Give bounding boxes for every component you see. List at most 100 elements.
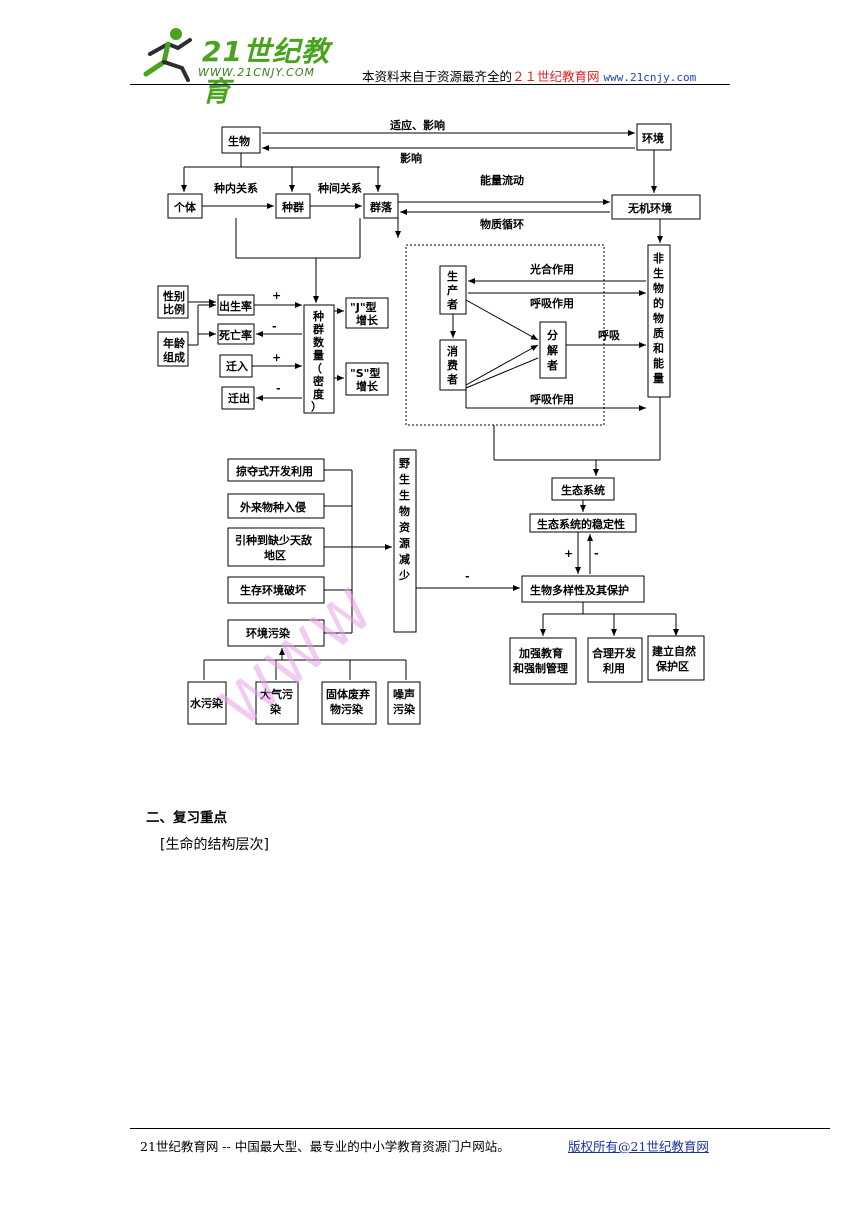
box-emigration [221,386,255,410]
box-air [255,681,299,725]
box-abiotic [611,194,701,220]
label-biodiversity: 生物多样性及其保护 [530,583,629,597]
footer-copyright-link[interactable]: 版权所有@21世纪教育网 [568,1139,709,1154]
ecosystem-dashed-frame [405,244,605,426]
label-respiration-1: 呼吸作用 [530,296,574,310]
runner-logo-icon [143,28,192,82]
label-intra: 种内关系 [213,181,258,195]
label-wild-7: 减 [399,552,410,566]
logo-title: 21世纪教育 [202,35,330,108]
box-nonbio [647,244,671,398]
label-reserve-2: 保护区 [655,659,689,673]
label-energy-flow: 能量流动 [480,173,524,187]
label-influence: 影响 [400,151,422,165]
box-rational [587,637,643,683]
label-nonbio-1: 非 [653,251,664,265]
label-decomposer-1: 分 [547,328,558,342]
label-population: 种群 [281,200,304,214]
label-pollution: 环境污染 [246,626,291,640]
footer-text: 21世纪教育网 -- 中国最大型、最专业的中小学教育资源门户网站。 [140,1139,510,1154]
label-nonbio-9: 量 [653,372,664,385]
header-brand[interactable]: ２１世纪教育网 [512,69,600,84]
label-wild-8: 少 [398,568,410,582]
label-s-1: "S"型 [350,366,380,380]
label-pop-size-4: 量 [313,349,324,362]
label-minus-4: - [465,570,470,583]
label-birth: 出生率 [219,299,252,313]
label-immigration: 迁入 [226,359,248,373]
label-solid-2: 物污染 [330,702,364,716]
label-consumer-2: 费 [447,358,458,372]
label-pop-size-2: 群 [312,322,324,336]
label-abiotic: 无机环境 [627,201,672,215]
label-pop-size-6: 密 [313,374,324,388]
box-edu [509,637,577,685]
box-stability [529,513,637,533]
label-nonbio-8: 能 [653,356,664,370]
label-wild-4: 物 [399,504,410,518]
label-wild-5: 资 [399,520,410,534]
label-environment: 环境 [642,131,664,145]
label-j-2: 增长 [356,313,379,327]
label-adapt-influence: 适应、影响 [390,118,445,132]
box-reserve [647,635,705,681]
label-consumer-1: 消 [447,344,458,358]
section-title: 二、复习重点 [146,810,227,826]
header-rule [130,84,730,85]
label-death: 死亡率 [219,328,252,342]
label-pop-size-7: 度 [313,387,325,401]
label-noise-2: 污染 [393,702,416,716]
label-photosynthesis: 光合作用 [529,262,574,276]
label-community: 群落 [369,200,393,214]
label-rational-2: 利用 [603,661,625,675]
label-emigration: 迁出 [228,391,250,405]
header-prefix: 本资料来自于资源最齐全的 [362,69,513,84]
subheading: [生命的结构层次] [160,837,269,853]
label-minus-2: - [276,382,281,395]
label-solid-1: 固体废弃 [326,687,370,701]
box-water [187,681,227,725]
header-url[interactable]: www.21cnjy.com [603,71,697,84]
label-plus-1: + [272,289,281,302]
label-water: 水污染 [190,696,224,710]
label-pop-size-3: 数 [313,335,325,349]
label-nonbio-3: 物 [653,281,664,295]
label-nonbio-2: 生 [653,266,664,280]
label-edu-2: 和强制管理 [513,661,568,675]
label-pop-size-1: 种 [312,309,324,323]
label-pop-size-8: ） [311,400,322,413]
label-habitat: 生存环境破坏 [240,583,306,597]
label-j-1: "J"型 [350,300,377,314]
label-air-1: 大气污 [260,687,293,701]
label-sex-ratio-2: 比例 [163,302,185,316]
label-introduce-2: 地区 [264,548,286,562]
label-wild-6: 源 [399,536,410,550]
logo-url: WWW.21CNJY.COM [198,66,316,79]
label-consumer-3: 者 [446,372,458,386]
label-producer-2: 产 [447,283,458,297]
label-wild-2: 生 [399,472,410,486]
label-ecosystem: 生态系统 [561,483,605,497]
label-material-cycle: 物质循环 [480,217,524,231]
label-decomposer-3: 者 [546,358,558,372]
box-consumer [439,339,467,391]
box-j-growth [345,297,389,329]
box-wildlife-decline [393,449,417,633]
label-reserve-1: 建立自然 [652,644,696,658]
label-introduce-1: 引种到缺少天敌 [235,533,312,547]
label-air-2: 染 [270,702,282,716]
label-sex-ratio-1: 性别 [163,289,185,303]
label-wild-1: 野 [399,457,410,470]
label-minus-3: - [594,547,599,560]
label-nonbio-6: 质 [653,326,664,340]
label-plus-3: + [564,547,573,560]
label-respiration-2: 呼吸 [598,328,621,342]
label-decomposer-2: 解 [547,343,558,357]
header-text: 本资料来自于资源最齐全的２１世纪教育网 www.21cnjy.com [362,66,696,85]
label-age-2: 组成 [163,350,185,364]
label-stability: 生态系统的稳定性 [537,517,625,531]
label-minus-1: - [272,320,277,333]
label-wild-3: 生 [399,488,410,502]
label-producer-1: 生 [447,269,458,283]
box-age-structure [157,331,189,367]
